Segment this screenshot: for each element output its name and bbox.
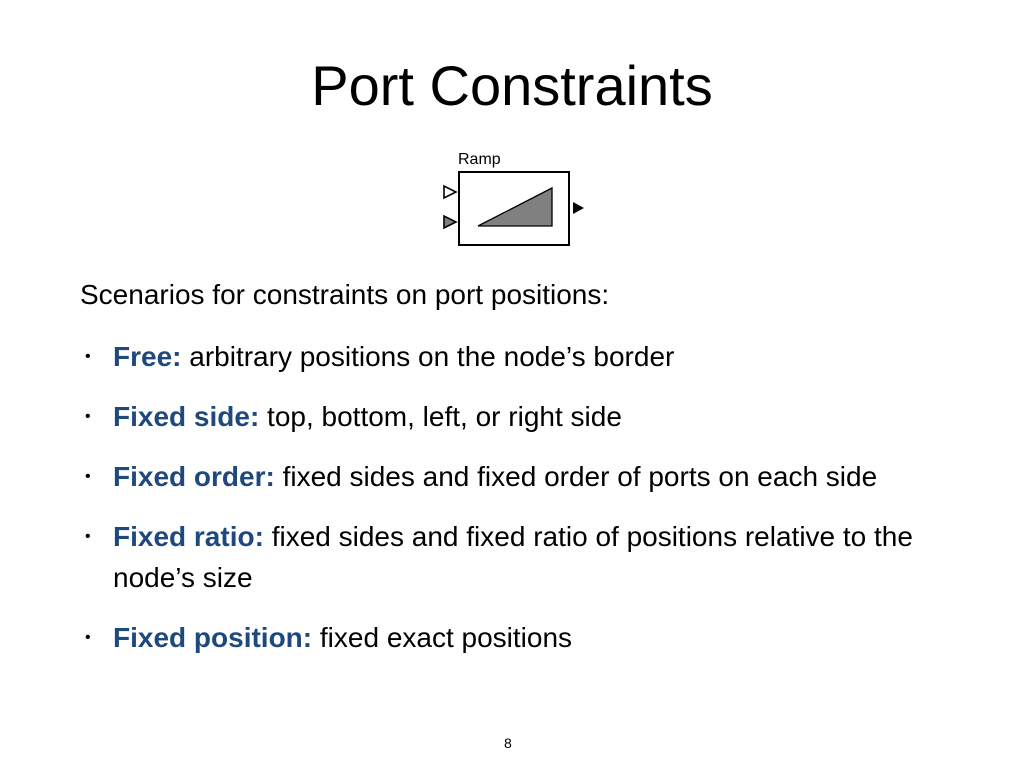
page-number: 8	[504, 735, 512, 751]
list-item-free: • Free: arbitrary positions on the node’…	[80, 336, 940, 377]
list-item-text: fixed sides and fixed order of ports on …	[274, 461, 878, 492]
bullet-icon: •	[85, 348, 91, 365]
input-port-filled-icon	[443, 214, 458, 230]
ramp-triangle-icon	[477, 186, 553, 227]
list-item-term: Fixed order:	[113, 461, 275, 492]
list-item-text: fixed exact positions	[312, 622, 573, 653]
list-item-term: Fixed position:	[113, 622, 313, 653]
output-port-icon	[573, 202, 584, 214]
ramp-block-diagram	[443, 171, 584, 246]
list-item-term: Fixed side:	[113, 401, 260, 432]
list-item-fixed-ratio: • Fixed ratio: fixed sides and fixed rat…	[80, 516, 940, 598]
intro-text: Scenarios for constraints on port positi…	[80, 279, 610, 310]
ramp-label: Ramp	[458, 151, 501, 168]
slide-title: Port Constraints	[311, 54, 713, 117]
list-item-fixed-side: • Fixed side: top, bottom, left, or righ…	[80, 396, 940, 437]
bullet-icon: •	[85, 408, 91, 425]
bullet-icon: •	[85, 528, 91, 545]
bullet-icon: •	[85, 468, 91, 485]
list-item-term: Fixed ratio:	[113, 521, 264, 552]
list-item-text: fixed sides and fixed ratio of positions…	[113, 521, 913, 593]
input-port-open-icon	[443, 184, 458, 200]
ramp-block-figure: Ramp	[436, 148, 596, 252]
list-item-text: arbitrary positions on the node’s border	[181, 341, 675, 372]
list-item-fixed-order: • Fixed order: fixed sides and fixed ord…	[80, 456, 940, 497]
bullet-icon: •	[85, 629, 91, 646]
list-item-term: Free:	[113, 341, 182, 372]
list-item-fixed-position: • Fixed position: fixed exact positions	[80, 617, 940, 658]
constraint-list: • Free: arbitrary positions on the node’…	[80, 336, 940, 658]
list-item-text: top, bottom, left, or right side	[259, 401, 622, 432]
